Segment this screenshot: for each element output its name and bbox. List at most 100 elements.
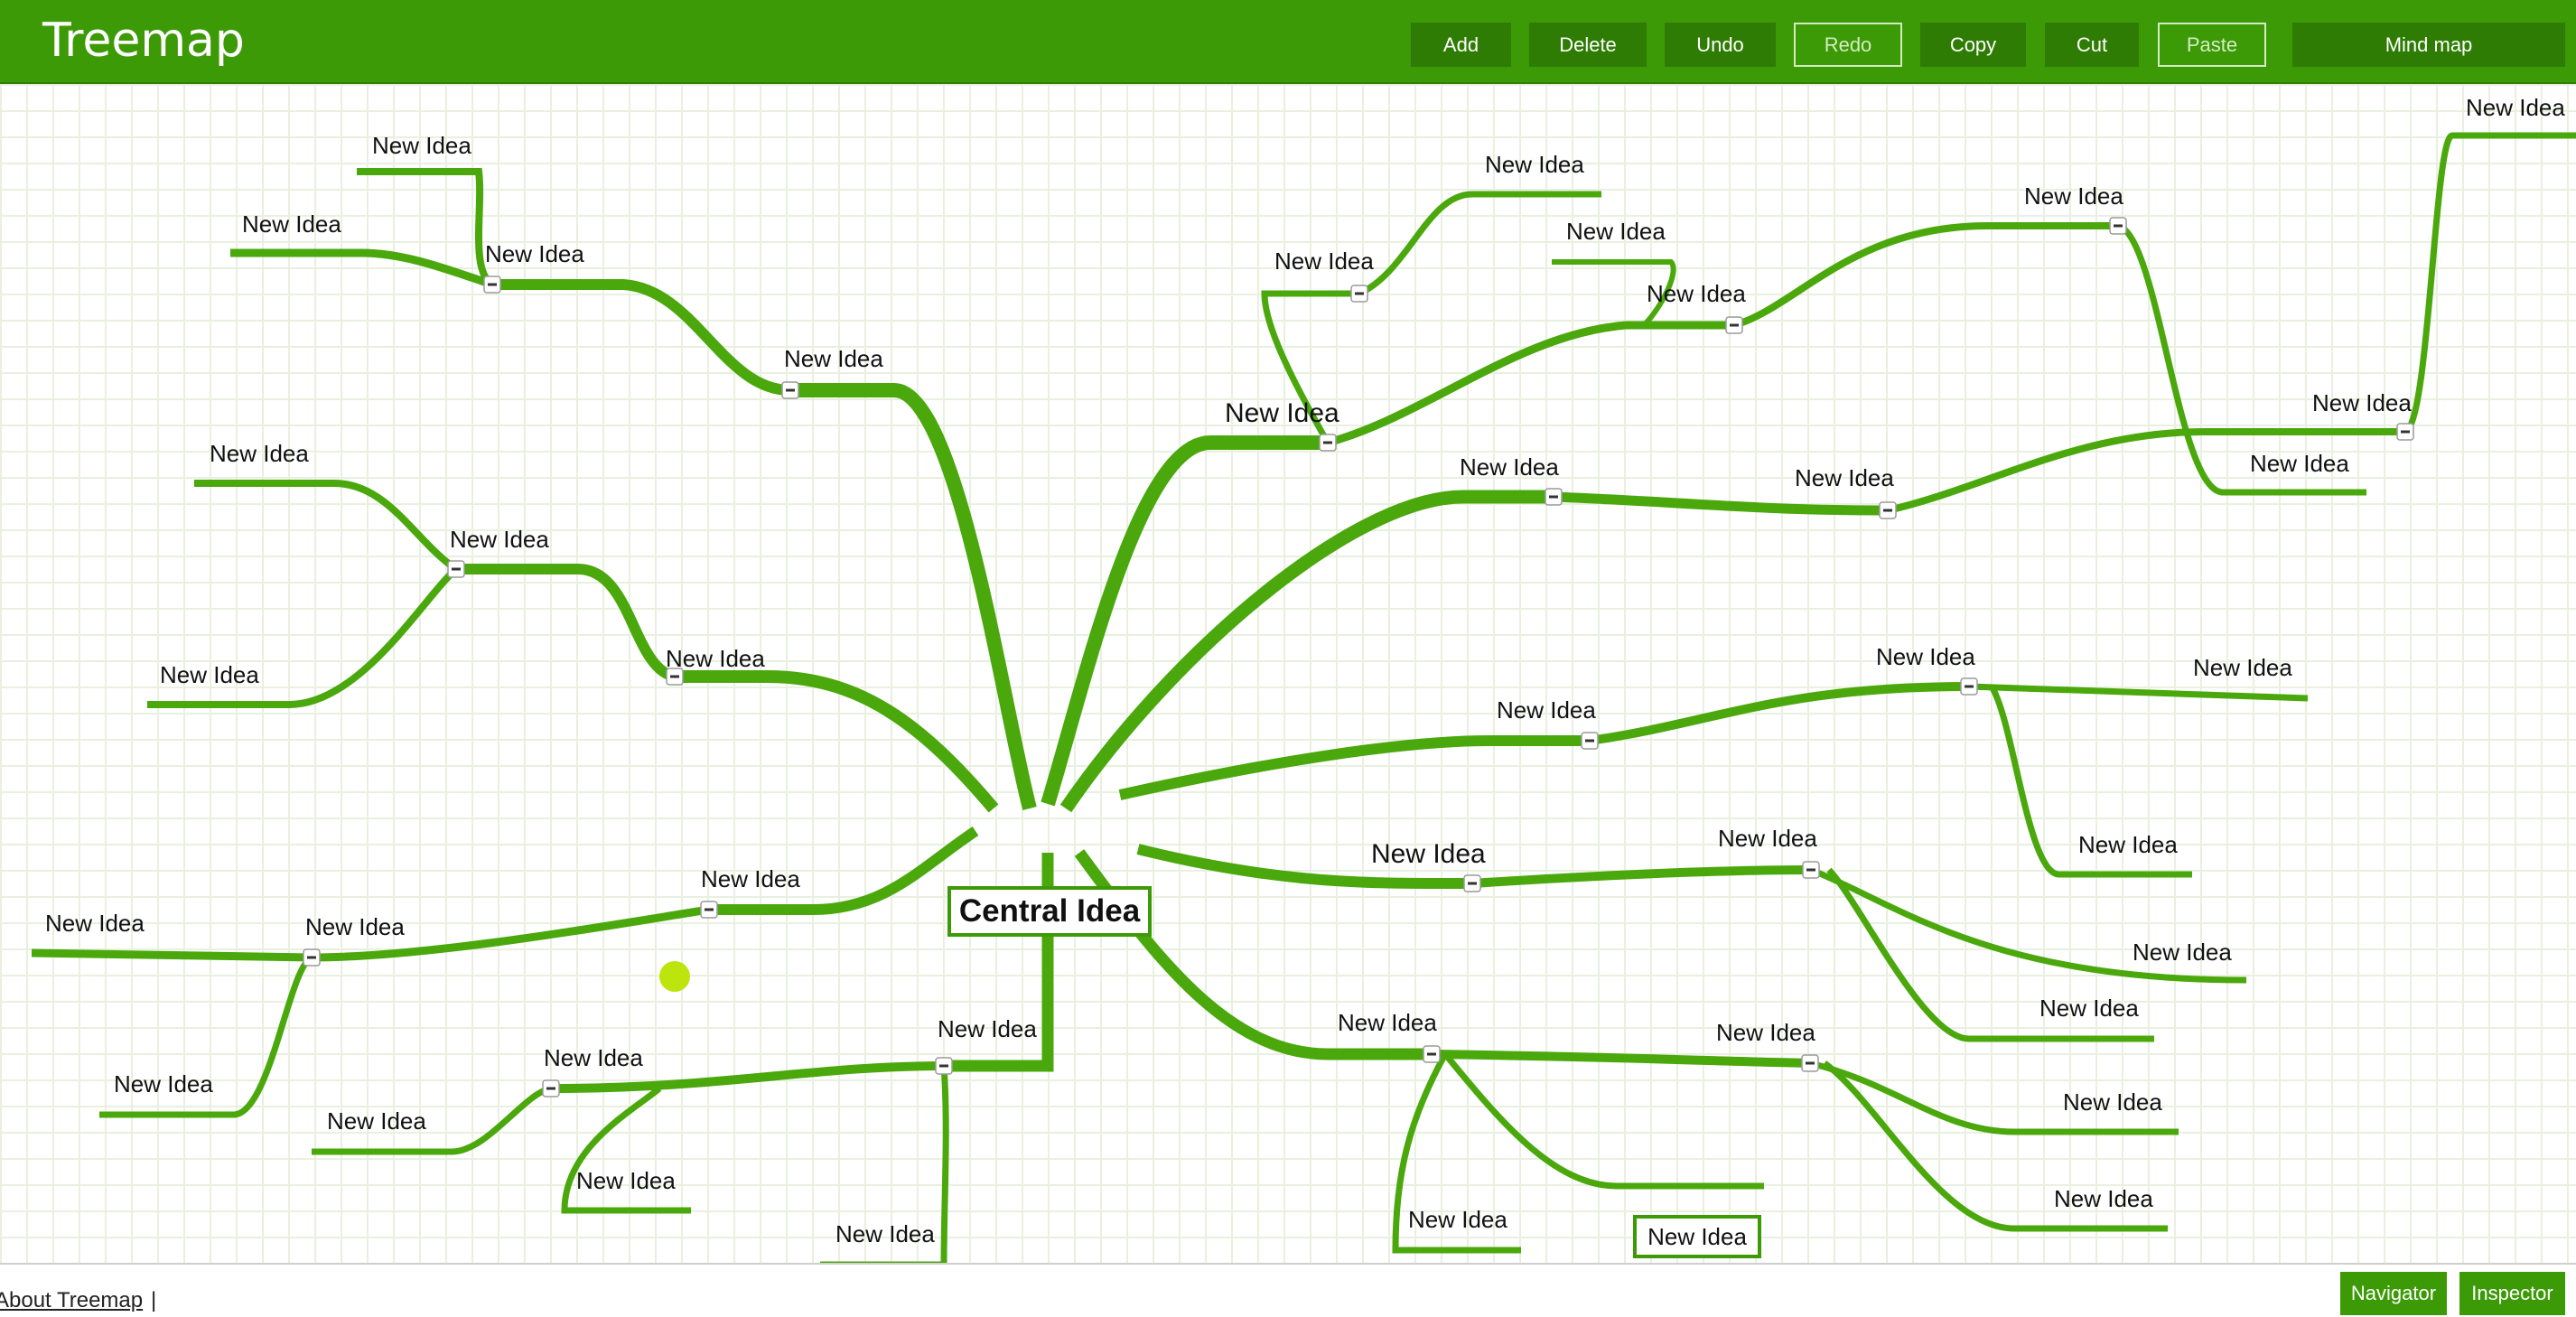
collapse-toggle[interactable]: [2109, 217, 2127, 235]
idea-node-label[interactable]: New Idea: [1795, 464, 1894, 491]
idea-node-label[interactable]: New Idea: [327, 1107, 426, 1135]
idea-node-label[interactable]: New Idea: [2039, 995, 2139, 1022]
collapse-toggle[interactable]: [2396, 423, 2414, 441]
navigator-button[interactable]: Navigator: [2340, 1272, 2447, 1315]
collapse-toggle[interactable]: [1463, 874, 1481, 892]
branch-link: [1809, 866, 2247, 984]
branch-link: [1261, 290, 1359, 444]
collapse-toggle[interactable]: [666, 668, 684, 686]
idea-node-label[interactable]: New Idea: [1225, 398, 1339, 428]
idea-node-label[interactable]: New Idea: [242, 210, 341, 238]
collapse-toggle[interactable]: [700, 901, 718, 919]
idea-node-label[interactable]: New Idea: [835, 1220, 935, 1247]
collapse-toggle[interactable]: [1350, 285, 1368, 303]
bottom-bar: About Treemap | Navigator Inspector: [0, 1263, 2576, 1317]
idea-node-label[interactable]: New Idea: [305, 913, 405, 940]
idea-node-label[interactable]: New Idea: [114, 1070, 213, 1098]
idea-node-label[interactable]: New Idea: [2193, 654, 2292, 681]
collapse-toggles[interactable]: [303, 217, 2414, 1098]
idea-node-label[interactable]: New Idea: [2312, 389, 2412, 416]
branch-links: [31, 132, 2576, 1263]
idea-node-label[interactable]: New Idea: [1408, 1206, 1507, 1233]
idea-node-label[interactable]: New Idea: [210, 440, 309, 467]
branch-link: [1553, 491, 1888, 516]
copy-button[interactable]: Copy: [1920, 23, 2026, 67]
branch-link: [1732, 222, 2118, 329]
idea-node-label[interactable]: New Idea: [1497, 696, 1596, 724]
collapse-toggle[interactable]: [1581, 732, 1599, 750]
branch-link: [492, 279, 791, 396]
idea-node-label[interactable]: New Idea: [1716, 1019, 1815, 1046]
central-idea-node[interactable]: Central Idea: [947, 886, 1152, 937]
undo-button[interactable]: Undo: [1665, 23, 1776, 67]
idea-node-label[interactable]: New Idea: [45, 910, 145, 937]
redo-button[interactable]: Redo: [1794, 23, 1902, 67]
drag-handle[interactable]: [659, 961, 690, 992]
about-link[interactable]: About Treemap: [0, 1288, 144, 1312]
idea-node-label[interactable]: New Idea: [1647, 280, 1746, 307]
idea-node-label[interactable]: New Idea: [2063, 1088, 2162, 1116]
branch-link: [357, 168, 495, 288]
collapse-toggle[interactable]: [303, 948, 321, 967]
collapse-toggle[interactable]: [935, 1057, 953, 1075]
collapse-toggle[interactable]: [1802, 861, 1820, 879]
idea-node-label[interactable]: New Idea: [2466, 94, 2565, 121]
idea-node-label[interactable]: New Idea: [784, 345, 883, 372]
idea-node-label[interactable]: New Idea: [544, 1044, 643, 1071]
idea-node-label[interactable]: New Idea: [2024, 182, 2123, 210]
idea-node-label[interactable]: New Idea: [450, 526, 549, 553]
paste-button[interactable]: Paste: [2158, 23, 2266, 67]
idea-node-label[interactable]: New Idea: [666, 645, 765, 672]
collapse-toggle[interactable]: [1879, 501, 1897, 519]
branch-link: [1059, 490, 1554, 813]
collapse-toggle[interactable]: [1960, 677, 1978, 696]
inspector-button[interactable]: Inspector: [2459, 1272, 2565, 1315]
collapse-toggle[interactable]: [447, 560, 465, 578]
mind-map-view-button[interactable]: Mind map: [2292, 23, 2565, 67]
delete-button[interactable]: Delete: [1529, 23, 1647, 67]
collapse-toggle[interactable]: [1423, 1045, 1441, 1063]
collapse-toggle[interactable]: [1319, 434, 1337, 452]
branch-link: [1968, 683, 2309, 702]
collapse-toggle[interactable]: [1545, 488, 1563, 506]
branch-link: [1431, 1050, 1811, 1068]
idea-node-label[interactable]: New Idea: [938, 1015, 1037, 1042]
branch-link: [230, 248, 494, 289]
idea-node-label[interactable]: New Idea: [1876, 643, 1975, 670]
collapse-toggle[interactable]: [542, 1079, 560, 1098]
idea-node-label[interactable]: New Idea: [1485, 151, 1584, 178]
collapse-toggle[interactable]: [483, 276, 501, 294]
idea-node-label[interactable]: New Idea: [1460, 453, 1559, 481]
idea-node-label[interactable]: New Idea: [1718, 825, 1817, 852]
branch-link: [2116, 222, 2366, 496]
selected-idea-node[interactable]: New Idea: [1633, 1215, 1761, 1258]
idea-node-label[interactable]: New Idea: [1274, 248, 1374, 275]
branch-link: [709, 827, 979, 915]
idea-node-label[interactable]: New Idea: [2250, 450, 2349, 477]
branch-link: [1358, 191, 1601, 297]
idea-node-label[interactable]: New Idea: [1338, 1009, 1437, 1036]
idea-node-label[interactable]: New Idea: [1371, 839, 1486, 869]
add-button[interactable]: Add: [1411, 23, 1511, 67]
branch-link: [1822, 1060, 2168, 1232]
collapse-toggle[interactable]: [781, 381, 799, 399]
collapse-toggle[interactable]: [1725, 316, 1743, 334]
idea-node-label[interactable]: New Idea: [2133, 939, 2232, 966]
collapse-toggle[interactable]: [1801, 1054, 1819, 1072]
branch-link: [790, 383, 1037, 811]
branch-link: [675, 670, 999, 813]
idea-node-label[interactable]: New Idea: [1566, 218, 1666, 245]
idea-node-label[interactable]: New Idea: [485, 240, 584, 267]
branch-link: [550, 1061, 945, 1093]
cut-button[interactable]: Cut: [2045, 23, 2139, 67]
idea-node-label[interactable]: New Idea: [701, 865, 800, 892]
idea-node-label[interactable]: New Idea: [2054, 1185, 2153, 1212]
branch-link: [147, 565, 459, 708]
idea-node-label[interactable]: New Idea: [2078, 831, 2178, 858]
idea-node-label[interactable]: New Idea: [576, 1167, 676, 1194]
idea-node-label[interactable]: New Idea: [160, 661, 259, 688]
branch-link: [1887, 428, 2405, 514]
idea-node-label[interactable]: New Idea: [372, 132, 471, 159]
